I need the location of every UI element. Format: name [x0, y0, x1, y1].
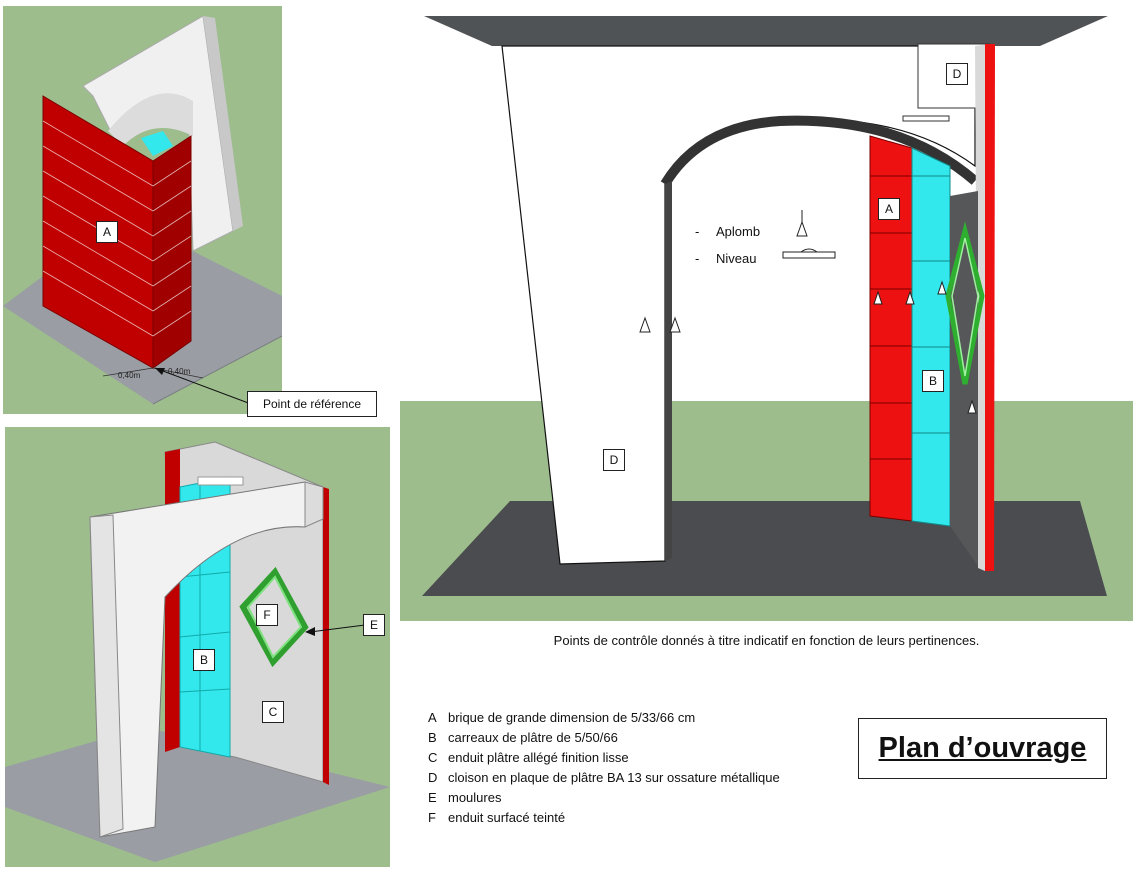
aplomb-label: Aplomb [716, 224, 761, 239]
arch-underside [660, 115, 979, 187]
legend-key: A [428, 710, 437, 725]
label-c: C [262, 701, 284, 723]
level-tool [197, 476, 244, 486]
legend-text: enduit plâtre allégé finition lisse [448, 750, 629, 765]
moulding-diamond [945, 221, 985, 385]
reference-point-callout: Point de référence [247, 391, 377, 417]
moulding-diamond [239, 566, 309, 668]
legend-text: cloison en plaque de plâtre BA 13 sur os… [448, 770, 780, 785]
arch-opening [108, 93, 193, 146]
bottom-left-scene [5, 427, 390, 867]
label-a-topleft: A [96, 221, 118, 243]
level-tool-top [902, 115, 950, 122]
legend-key: C [428, 750, 438, 765]
dim-right-text: 0,40m [168, 367, 191, 376]
niveau-bubble [800, 248, 818, 253]
label-b-bottomleft: B [193, 649, 215, 671]
label-b-main: B [922, 370, 944, 392]
floor-edge [152, 335, 282, 405]
label-f: F [256, 604, 278, 626]
niveau-label: Niveau [716, 251, 757, 266]
main-scene [400, 6, 1133, 621]
plumb-markers [639, 280, 977, 414]
moulding-highlight [246, 575, 303, 659]
dim-left-text: 0,40m [118, 371, 141, 380]
aplomb-dash: - [695, 224, 700, 239]
legend-text: brique de grande dimension de 5/33/66 cm [448, 710, 696, 725]
wall-edge [203, 16, 243, 231]
legend-key: B [428, 730, 437, 745]
brick-wall-side [152, 135, 192, 369]
niveau-dash: - [695, 251, 700, 266]
legend-key: E [428, 790, 437, 805]
brick-column [869, 135, 913, 522]
floor-slab [422, 501, 1107, 596]
legend-key: F [428, 810, 436, 825]
control-points-caption: Points de contrôle donnés à titre indica… [553, 633, 980, 648]
back-wall-red-edge [323, 487, 329, 785]
dim-line-left [102, 367, 154, 377]
aplomb-symbol [796, 220, 808, 237]
top-left-scene: 0,40m 0,40m [3, 6, 282, 414]
reference-leader [154, 367, 252, 405]
brick-joints [870, 175, 912, 460]
brick-edge [165, 449, 180, 752]
legend-text: moulures [448, 790, 502, 805]
brick-joints [42, 120, 192, 337]
tile-column [911, 147, 951, 527]
plan-title: Plan d’ouvrage [858, 718, 1107, 779]
legend-text: enduit surfacé teinté [448, 810, 566, 825]
moulding-highlight [951, 237, 979, 377]
front-arch-wall [89, 481, 306, 838]
main-view: D A B D - Aplomb - Niveau [400, 6, 1133, 621]
side-red-edge [985, 44, 995, 571]
arch-pillar-edge [665, 181, 672, 561]
e-arrowhead [305, 627, 315, 636]
tile-joints [912, 175, 950, 434]
reference-arrowhead [155, 368, 165, 375]
bottom-left-view: F B C E [5, 427, 390, 867]
label-d-top: D [946, 63, 968, 85]
arch-pillar-edge [89, 514, 124, 838]
e-leader [309, 624, 366, 633]
niveau-symbol [782, 251, 836, 259]
label-e: E [363, 614, 385, 636]
label-a-main: A [878, 198, 900, 220]
arch-top-block [304, 481, 324, 528]
legend-text: carreaux de plâtre de 5/50/66 [448, 730, 618, 745]
top-left-view: 0,40m 0,40m A [3, 6, 282, 414]
legend-key: D [428, 770, 438, 785]
label-d-wall: D [603, 449, 625, 471]
ceiling-slab [424, 16, 1108, 46]
tile-top [141, 131, 173, 156]
